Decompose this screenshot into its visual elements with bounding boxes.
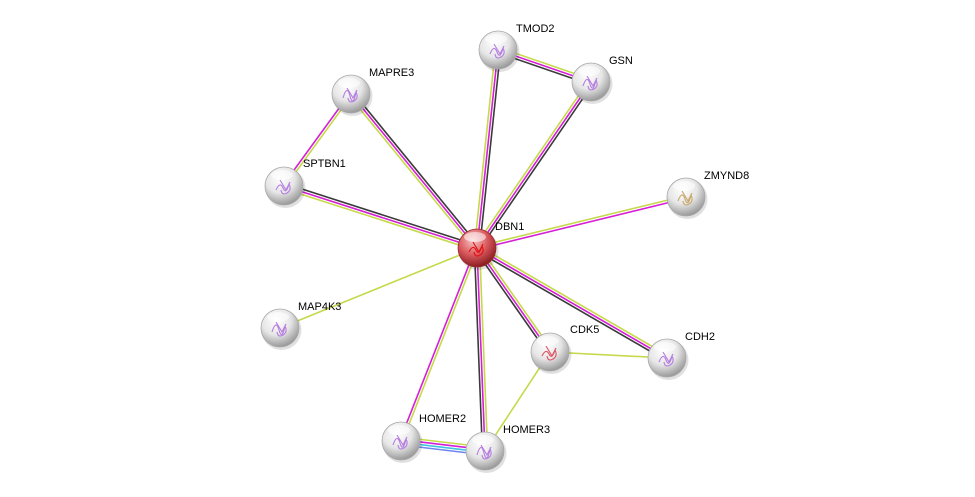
node-highlight bbox=[271, 170, 293, 180]
node-zmynd8[interactable]: ZMYND8 bbox=[666, 170, 749, 219]
node-label: SPTBN1 bbox=[303, 158, 346, 170]
edge-line-experiments bbox=[476, 81, 592, 249]
protein-structure-icon bbox=[342, 87, 358, 103]
edge-dbn1-zmynd8[interactable] bbox=[476, 194, 687, 251]
node-mapre3[interactable]: MAPRE3 bbox=[331, 67, 414, 116]
edge-dbn1-map4k3[interactable] bbox=[279, 247, 478, 329]
edge-dbn1-homer2[interactable] bbox=[399, 247, 479, 442]
edge-line-experiments bbox=[476, 247, 551, 353]
edge-line-experiments bbox=[283, 185, 478, 249]
protein-structure-icon bbox=[489, 43, 505, 59]
edge-line-textmining bbox=[473, 49, 497, 248]
edge-dbn1-mapre3[interactable] bbox=[348, 91, 480, 251]
node-highlight bbox=[537, 336, 559, 346]
edge-line-coexpression bbox=[474, 249, 549, 354]
edge-line-experiments bbox=[476, 49, 499, 249]
node-tmod2[interactable]: TMOD2 bbox=[478, 23, 555, 72]
node-label: MAPRE3 bbox=[369, 67, 414, 79]
node-label: GSN bbox=[609, 55, 633, 67]
protein-structure-icon bbox=[271, 321, 287, 337]
edge-line-coexpression bbox=[473, 248, 484, 452]
edge-line-textmining bbox=[348, 95, 476, 251]
edge-line-textmining bbox=[282, 187, 477, 252]
node-dbn1[interactable]: DBN1 bbox=[457, 221, 524, 270]
edge-dbn1-homer3[interactable] bbox=[473, 247, 489, 452]
protein-structure-icon bbox=[468, 241, 484, 257]
edge-line-coexpression bbox=[352, 91, 480, 247]
node-label: DBN1 bbox=[495, 221, 524, 233]
edge-cdk5-cdh2[interactable] bbox=[549, 351, 668, 359]
edge-dbn1-cdh2[interactable] bbox=[475, 245, 669, 361]
protein-structure-icon bbox=[275, 179, 291, 195]
edge-line-textmining bbox=[401, 248, 479, 442]
edge-dbn1-gsn[interactable] bbox=[474, 80, 594, 250]
edge-line-textmining bbox=[478, 247, 489, 451]
edge-line-textmining bbox=[279, 247, 478, 329]
protein-structure-icon bbox=[476, 444, 492, 460]
node-highlight bbox=[472, 435, 494, 445]
edge-line-coexpression bbox=[478, 83, 594, 250]
node-sptbn1[interactable]: SPTBN1 bbox=[264, 158, 346, 208]
node-cdk5[interactable]: CDK5 bbox=[530, 324, 599, 374]
edge-line-experiments bbox=[350, 93, 478, 249]
node-highlight bbox=[485, 34, 507, 44]
edge-line-coexpression bbox=[284, 182, 479, 247]
edge-line-experiments bbox=[476, 247, 668, 359]
protein-structure-icon bbox=[541, 345, 557, 361]
node-highlight bbox=[388, 425, 410, 435]
edge-line-experiments bbox=[399, 247, 477, 441]
edge-line-textmining bbox=[484, 351, 551, 452]
edge-line-textmining bbox=[549, 351, 668, 359]
node-label: TMOD2 bbox=[516, 23, 555, 35]
protein-structure-icon bbox=[658, 351, 674, 367]
node-highlight bbox=[578, 66, 600, 76]
node-gsn[interactable]: GSN bbox=[571, 55, 633, 104]
edge-line-coexpression bbox=[478, 50, 502, 249]
protein-structure-icon bbox=[392, 434, 408, 450]
edge-line-textmining bbox=[476, 194, 686, 248]
edge-dbn1-cdk5[interactable] bbox=[474, 246, 553, 354]
protein-structure-icon bbox=[582, 75, 598, 91]
edge-line-experiments bbox=[477, 197, 687, 251]
node-label: HOMER2 bbox=[419, 413, 466, 425]
node-label: CDH2 bbox=[685, 331, 715, 343]
edge-line-textmining bbox=[474, 80, 590, 247]
protein-structure-icon bbox=[677, 190, 693, 206]
node-highlight bbox=[338, 78, 360, 88]
node-label: CDK5 bbox=[570, 324, 599, 336]
edge-line-coexpression bbox=[475, 249, 667, 361]
node-highlight bbox=[673, 181, 695, 191]
edge-dbn1-sptbn1[interactable] bbox=[282, 182, 479, 252]
edge-cdk5-homer3[interactable] bbox=[484, 351, 551, 452]
node-highlight bbox=[267, 312, 289, 322]
node-cdh2[interactable]: CDH2 bbox=[647, 331, 715, 380]
node-homer2[interactable]: HOMER2 bbox=[381, 413, 466, 463]
node-label: HOMER3 bbox=[503, 424, 550, 436]
edge-dbn1-tmod2[interactable] bbox=[473, 49, 502, 249]
node-map4k3[interactable]: MAP4K3 bbox=[260, 301, 341, 350]
node-highlight bbox=[654, 342, 676, 352]
node-highlight bbox=[464, 232, 486, 242]
edge-line-experiments bbox=[476, 247, 486, 452]
node-label: MAP4K3 bbox=[298, 301, 341, 313]
edge-line-textmining bbox=[477, 245, 669, 357]
node-label: ZMYND8 bbox=[704, 170, 749, 182]
edge-line-textmining bbox=[478, 246, 553, 351]
node-homer3[interactable]: HOMER3 bbox=[465, 424, 550, 473]
